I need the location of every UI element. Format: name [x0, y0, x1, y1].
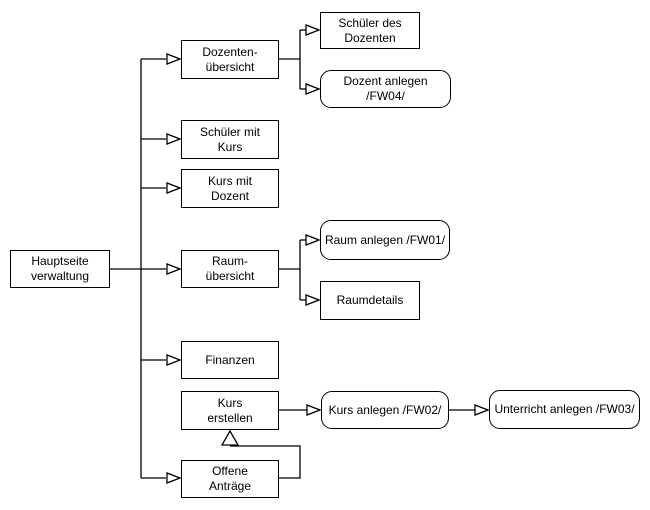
- node-raumdetails: Raumdetails: [320, 281, 420, 320]
- edge-branch-finanzen-arrowhead: [166, 354, 182, 366]
- node-unterricht-anlegen-fw03: Unterricht anlegen /FW03/: [489, 390, 640, 429]
- node-dozent-anlegen-fw04: Dozent anlegen /FW04/: [320, 70, 451, 108]
- node-hauptseite-verwaltung-label: Hauptseite verwaltung: [30, 254, 90, 283]
- node-raumdetails-label: Raumdetails: [336, 293, 404, 307]
- node-dozent-anlegen-fw04-label: Dozent anlegen /FW04/: [343, 74, 428, 103]
- edge-kurs-erstellen-anlegen-arrowhead: [306, 404, 322, 416]
- node-kurs-anlegen-fw02: Kurs anlegen /FW02/: [321, 391, 449, 429]
- node-kurs-mit-dozent-label: Kurs mit Dozent: [207, 173, 252, 203]
- edge-branch-kurs-mit-dozent-arrowhead: [166, 182, 182, 194]
- edge-branch-offene-antraege-arrowhead: [166, 472, 182, 484]
- node-kurs-mit-dozent: Kurs mit Dozent: [181, 169, 279, 208]
- node-offene-antraege: Offene Anträge: [181, 460, 279, 498]
- edge-dozenten-anlegen-arrowhead: [305, 83, 321, 95]
- node-raum-anlegen-fw01: Raum anlegen /FW01/: [320, 220, 450, 260]
- node-dozenten-uebersicht-label: Dozenten- übersicht: [202, 44, 258, 74]
- edge-dozenten-fanout-line: [279, 30, 301, 89]
- node-schueler-mit-kurs: Schüler mit Kurs: [181, 120, 279, 159]
- node-schueler-des-dozenten-label: Schüler des Dozenten: [338, 15, 402, 45]
- edge-kurs-unterricht-arrowhead: [474, 404, 490, 416]
- edge-offene-kurs-erstellen-arrowhead: [220, 429, 240, 446]
- edge-raum-anlegen-arrowhead: [305, 234, 321, 246]
- node-raum-uebersicht-label: Raum- übersicht: [205, 254, 255, 283]
- node-unterricht-anlegen-fw03-label: Unterricht anlegen /FW03/: [494, 402, 635, 416]
- node-dozenten-uebersicht: Dozenten- übersicht: [181, 40, 279, 79]
- node-raum-uebersicht: Raum- übersicht: [181, 250, 279, 288]
- edge-dozenten-schueler-arrowhead: [305, 24, 321, 36]
- edge-offene-kurs-erstellen-line: [230, 445, 301, 479]
- node-raum-anlegen-fw01-label: Raum anlegen /FW01/: [324, 232, 446, 247]
- node-offene-antraege-label: Offene Anträge: [208, 464, 252, 493]
- node-schueler-des-dozenten: Schüler des Dozenten: [320, 12, 420, 49]
- node-hauptseite-verwaltung: Hauptseite verwaltung: [10, 250, 110, 288]
- edge-raum-fanout-line: [279, 240, 301, 300]
- node-schueler-mit-kurs-label: Schüler mit Kurs: [199, 124, 261, 154]
- node-kurs-anlegen-fw02-label: Kurs anlegen /FW02/: [328, 402, 442, 417]
- node-finanzen: Finanzen: [181, 341, 279, 379]
- edge-branch-dozenten-arrowhead: [166, 53, 182, 65]
- node-finanzen-label: Finanzen: [205, 352, 255, 367]
- node-kurs-erstellen: Kurs erstellen: [181, 391, 279, 430]
- node-kurs-erstellen-label: Kurs erstellen: [207, 395, 253, 425]
- edge-branch-schueler-mit-kurs-arrowhead: [166, 133, 182, 145]
- edge-raumdetails-arrowhead: [305, 294, 321, 306]
- edge-hauptseite-raum-arrowhead: [166, 263, 182, 275]
